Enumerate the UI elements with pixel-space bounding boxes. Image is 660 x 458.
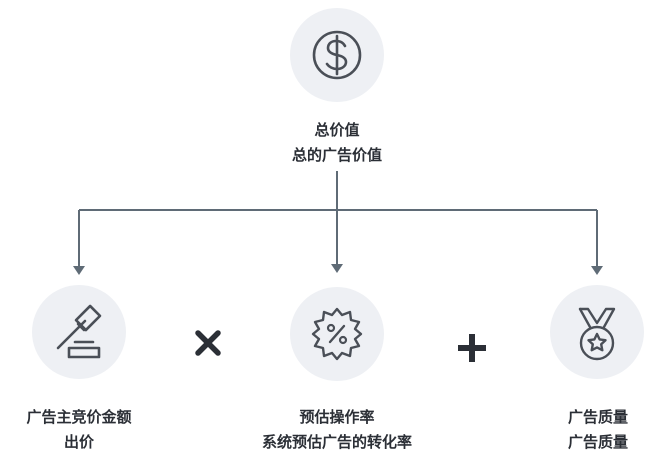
total-value-node [290,8,384,102]
bid-title: 广告主竞价金额 [26,408,132,426]
plus-icon [458,334,486,362]
gavel-icon [56,304,102,359]
total-value-title: 总价值 [314,121,360,139]
medal-icon [578,307,616,361]
bid-label: 广告主竞价金额 出价 [0,405,158,455]
ad-quality-subtitle: 广告质量 [567,433,628,451]
total-value-label: 总价值 总的广告价值 [237,118,437,168]
action-rate-subtitle: 系统预估广告的转化率 [261,433,412,451]
bid-node [32,285,126,379]
ad-quality-label: 广告质量 广告质量 [518,405,660,455]
action-rate-title: 预估操作率 [299,408,375,426]
ad-quality-node [550,285,644,379]
action-rate-node [290,287,384,381]
bid-subtitle: 出价 [63,433,94,451]
ad-quality-title: 广告质量 [567,408,628,426]
percent-badge-icon [311,307,363,361]
multiply-icon [195,330,221,356]
total-value-subtitle: 总的广告价值 [291,146,382,164]
action-rate-label: 预估操作率 系统预估广告的转化率 [222,405,452,455]
dollar-icon [312,30,362,80]
